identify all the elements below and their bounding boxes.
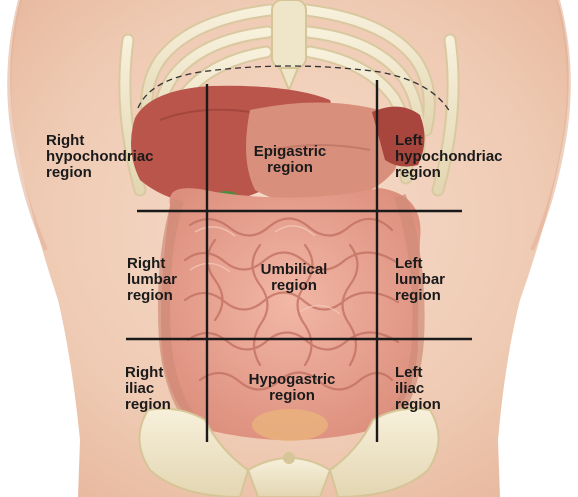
label-right-lumbar: Right lumbar region: [127, 256, 177, 304]
label-left-lumbar: Left lumbar region: [395, 256, 445, 304]
label-epigastric: Epigastric region: [238, 144, 342, 176]
label-umbilical: Umbilical region: [242, 262, 346, 294]
label-left-iliac: Left iliac region: [395, 365, 441, 413]
label-right-iliac: Right iliac region: [125, 365, 171, 413]
label-left-hypochondriac: Left hypochondriac region: [395, 133, 503, 181]
label-right-hypochondriac: Right hypochondriac region: [46, 133, 154, 181]
label-hypogastric: Hypogastric region: [232, 372, 352, 404]
